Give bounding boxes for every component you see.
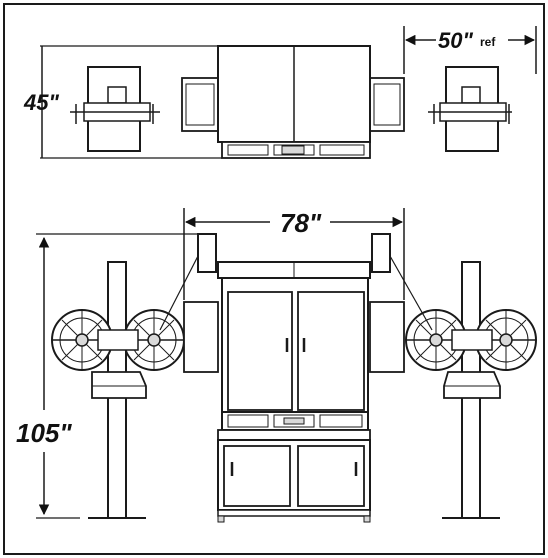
dimension-50-ref-suffix: ref xyxy=(480,35,496,49)
dimension-45: 45" xyxy=(23,90,59,115)
front-main-cabinet xyxy=(217,261,371,523)
dimension-105: 105" xyxy=(16,418,72,448)
front-view xyxy=(36,208,537,523)
dimension-50-ref-value: 50" xyxy=(438,28,473,53)
drawing-border xyxy=(3,3,545,555)
plan-view xyxy=(40,26,537,159)
plan-left-reel xyxy=(70,66,160,152)
dimension-78: 78" xyxy=(280,208,322,238)
front-right-reel-stand xyxy=(405,261,537,519)
plan-right-reel xyxy=(428,66,512,152)
front-left-reel-stand xyxy=(51,261,185,519)
